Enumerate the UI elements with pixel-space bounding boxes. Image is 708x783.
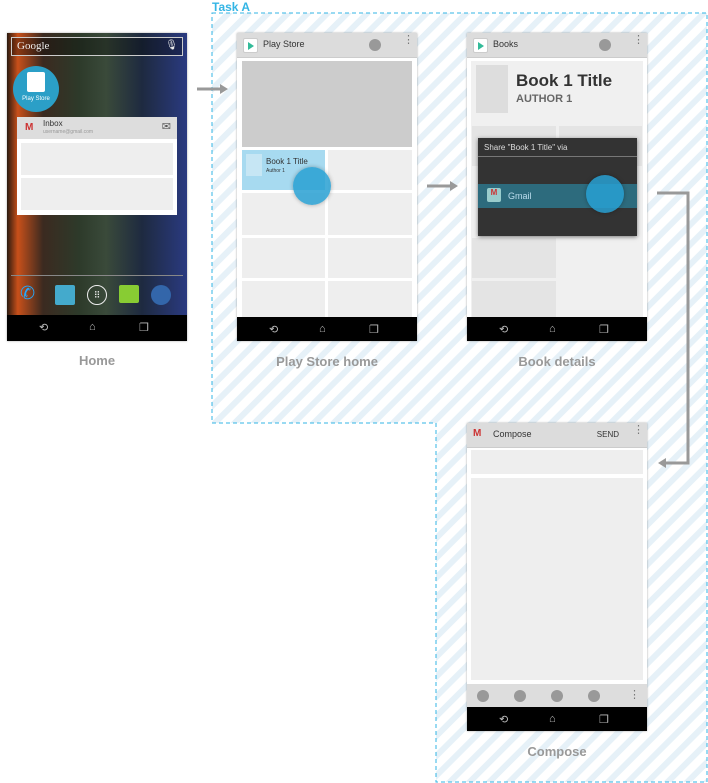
back-icon[interactable]: ⟲ [269, 324, 279, 336]
message-body-field[interactable] [471, 478, 643, 680]
action-1-icon[interactable] [477, 690, 489, 702]
recipient-field[interactable] [471, 450, 643, 474]
gmail-icon: M [25, 122, 34, 133]
back-icon[interactable]: ⟲ [39, 322, 49, 334]
play-store-phone: Play Store⋮ Book 1 Title Author 1 ⟲⌂❐ [237, 33, 417, 341]
touch-indicator [293, 167, 331, 205]
book-details-caption: Book details [518, 354, 596, 369]
back-icon[interactable]: ⟲ [499, 714, 509, 726]
play-store-app[interactable]: Play Store [13, 66, 59, 112]
home-caption: Home [78, 353, 116, 368]
book-cover [476, 65, 508, 113]
bottom-action-bar: ⋮ [467, 684, 647, 708]
gmail-icon: M [487, 188, 501, 202]
browser-icon[interactable] [151, 285, 171, 305]
action-3-icon[interactable] [551, 690, 563, 702]
recents-icon[interactable]: ❐ [599, 324, 609, 336]
phone-icon[interactable]: ✆ [20, 283, 36, 303]
task-label: Task A [212, 0, 251, 14]
overflow-menu-icon[interactable]: ⋮ [633, 424, 644, 436]
book-details-phone: Books⋮ Book 1 Title AUTHOR 1 Share "Book… [467, 33, 647, 341]
featured-banner[interactable] [242, 61, 412, 147]
send-button[interactable]: SEND [596, 430, 619, 439]
play-store-caption: Play Store home [276, 354, 378, 369]
play-store-icon [243, 38, 258, 53]
recents-icon[interactable]: ❐ [599, 714, 609, 726]
search-icon[interactable] [369, 39, 381, 51]
touch-indicator [586, 175, 624, 213]
gmail-widget[interactable]: M Inbox username@gmail.com ✉ [17, 117, 177, 215]
play-store-icon[interactable] [473, 38, 488, 53]
messaging-icon[interactable] [119, 285, 139, 303]
app-drawer-icon[interactable]: ⠿ [87, 285, 107, 305]
action-2-icon[interactable] [514, 690, 526, 702]
home-icon[interactable]: ⌂ [319, 323, 326, 335]
recents-icon[interactable]: ❐ [369, 324, 379, 336]
gmail-icon[interactable]: M [473, 428, 482, 439]
compose-caption: Compose [527, 744, 587, 759]
overflow-menu-icon[interactable]: ⋮ [633, 34, 644, 46]
back-icon[interactable]: ⟲ [499, 324, 509, 336]
home-icon[interactable]: ⌂ [549, 323, 556, 335]
arrow-book-to-compose [657, 191, 690, 465]
play-store-icon [27, 72, 45, 92]
search-icon[interactable] [599, 39, 611, 51]
recents-icon[interactable]: ❐ [139, 322, 149, 334]
overflow-menu-icon[interactable]: ⋮ [403, 34, 414, 46]
home-phone: Google 🎙 Play Store M Inbox username@gma… [7, 33, 187, 341]
overflow-menu-icon[interactable]: ⋮ [629, 689, 640, 701]
contacts-icon[interactable] [55, 285, 75, 305]
action-4-icon[interactable] [588, 690, 600, 702]
home-icon[interactable]: ⌂ [89, 321, 96, 333]
mic-icon[interactable]: 🎙 [165, 40, 178, 51]
google-search-bar[interactable]: Google 🎙 [11, 37, 183, 56]
share-dialog: Share "Book 1 Title" via M Gmail [478, 138, 637, 236]
home-icon[interactable]: ⌂ [549, 713, 556, 725]
compose-mail-icon[interactable]: ✉ [161, 121, 171, 133]
